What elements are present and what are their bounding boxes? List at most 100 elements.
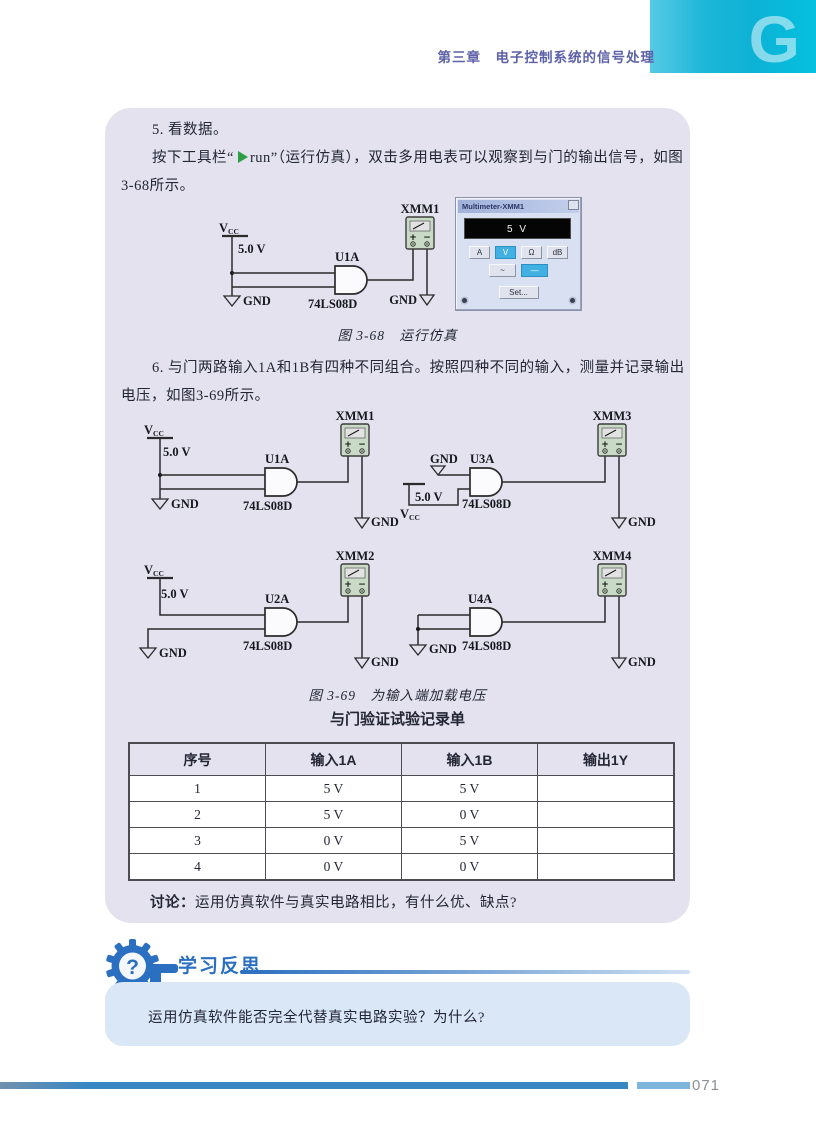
gate-ref-label: U1A <box>335 250 359 264</box>
svg-text:−: − <box>615 440 623 450</box>
figure-3-69-caption: 图 3-69 为输入端加载电压 <box>308 688 487 703</box>
gnd-output-label: GND <box>371 515 399 529</box>
figure-3-68-caption: 图 3-68 运行仿真 <box>337 328 458 343</box>
chip-label: 74LS08D <box>243 499 292 513</box>
multimeter-icon: + − <box>405 216 435 250</box>
svg-text:−: − <box>358 440 366 450</box>
gear-question-icon: ? <box>106 939 178 996</box>
table-row: 4 0 V 0 V <box>128 853 675 881</box>
gnd-output-label: GND <box>628 655 656 669</box>
gnd-input-label: GND <box>159 646 187 660</box>
gate-ref-label: U3A <box>470 452 494 466</box>
and-gate <box>469 467 503 497</box>
run-button-label: run <box>249 150 271 166</box>
cell-output1y <box>537 827 675 854</box>
svg-text:+: + <box>601 440 609 450</box>
gnd-output-label: GND <box>371 655 399 669</box>
table-row: 3 0 V 5 V <box>128 827 675 854</box>
voltage-label: 5.0 V <box>161 587 189 601</box>
reflection-box: 运用仿真软件能否完全代替真实电路实验？为什么? <box>105 982 690 1046</box>
dialog-titlebar: Multimeter-XMM1 <box>458 200 579 213</box>
vcc-label: VCC <box>400 507 420 522</box>
voltage-label: 5.0 V <box>163 445 191 459</box>
ac-wave-button: ~ <box>489 264 516 277</box>
multimeter-label: XMM4 <box>593 549 633 563</box>
gnd-input-label: GND <box>430 452 458 466</box>
svg-text:+: + <box>344 580 352 590</box>
cell-input1b: 0 V <box>401 853 538 881</box>
cell-input1a: 0 V <box>265 853 402 881</box>
figure-3-69-circuit-4: GND U4A 74LS08D GND XMM4 + − <box>408 549 656 670</box>
header-brand-block: G <box>650 0 816 73</box>
step6-line2: 电压，如图3-69所示。 <box>121 388 270 404</box>
step5-title: 5. 看数据。 <box>152 122 228 138</box>
gate-ref-label: U1A <box>265 452 289 466</box>
terminal-dot-plus <box>462 298 467 303</box>
and-gate <box>334 265 368 295</box>
multimeter-label: XMM2 <box>336 549 375 563</box>
multimeter-dialog: Multimeter-XMM1 5 V A V Ω dB ~ — Set... <box>455 197 582 311</box>
cell-index: 2 <box>128 801 266 828</box>
cell-output1y <box>537 775 675 802</box>
close-icon <box>568 200 579 210</box>
table-header-row: 序号 输入1A 输入1B 输出1Y <box>128 742 675 776</box>
decibel-button: dB <box>547 246 568 259</box>
chip-label: 74LS08D <box>462 497 511 511</box>
record-table: 序号 输入1A 输入1B 输出1Y 1 5 V 5 V 2 5 V 0 V 3 … <box>128 742 675 881</box>
gnd-input-label: GND <box>171 497 199 511</box>
multimeter-icon: + − <box>340 423 370 457</box>
step6-line1: 6. 与门两路输入1A和1B有四种不同组合。按照四种不同的输入，测量并记录输出 <box>152 360 685 376</box>
set-button: Set... <box>498 286 539 299</box>
ammeter-button: A <box>469 246 490 259</box>
footer-bar <box>0 1082 628 1089</box>
run-icon <box>237 151 248 163</box>
figure-3-68-circuit: VCC 5.0 V U1A 74LS08D GND GND XMM1 + − <box>219 202 440 311</box>
col-header-index: 序号 <box>128 742 266 776</box>
dc-line-button: — <box>521 264 548 277</box>
footer-bar-accent <box>637 1082 690 1089</box>
brand-letter-g: G <box>748 2 800 73</box>
step5-line1-pre: 按下工具栏“ <box>152 150 234 166</box>
col-header-output1y: 输出1Y <box>537 742 675 776</box>
multimeter-label: XMM1 <box>401 202 440 216</box>
terminal-dot-minus <box>570 298 575 303</box>
vcc-label: VCC <box>144 423 164 438</box>
svg-text:−: − <box>615 580 623 590</box>
reflection-question: 运用仿真软件能否完全代替真实电路实验？为什么? <box>148 1010 485 1026</box>
figure-3-69: VCC 5.0 V U1A 74LS08D GND GND XMM1 + − <box>138 409 656 670</box>
figure-3-69-circuit-2: GND 5.0 V VCC U3A 74LS08D GND XMM3 + − <box>400 409 656 530</box>
gnd-input-label: GND <box>243 294 271 308</box>
reflection-title: 学习反思 <box>178 956 263 977</box>
and-gate <box>264 467 298 497</box>
question-mark-glyph: ? <box>126 956 139 979</box>
cell-index: 1 <box>128 775 266 802</box>
gnd-output-label: GND <box>628 515 656 529</box>
step5-line2: 3-68所示。 <box>121 178 195 194</box>
meter-reading: 5 V <box>464 218 571 239</box>
cell-input1a: 5 V <box>265 775 402 802</box>
and-gate <box>264 607 298 637</box>
chip-label: 74LS08D <box>308 297 357 311</box>
gate-ref-label: U4A <box>468 592 492 606</box>
col-header-input1b: 输入1B <box>401 742 538 776</box>
discussion-line: 讨论：运用仿真软件与真实电路相比，有什么优、缺点? <box>150 893 517 913</box>
gate-ref-label: U2A <box>265 592 289 606</box>
chip-label: 74LS08D <box>462 639 511 653</box>
svg-text:+: + <box>409 233 417 243</box>
step5-line1: 按下工具栏“ run”（运行仿真），双击多用电表可以观察到与门的输出信号，如图 <box>152 148 683 168</box>
vcc-label: VCC <box>144 563 164 578</box>
voltage-label: 5.0 V <box>415 490 443 504</box>
cell-index: 3 <box>128 827 266 854</box>
table-row: 2 5 V 0 V <box>128 801 675 828</box>
chapter-header: 第三章 电子控制系统的信号处理 <box>437 50 655 65</box>
multimeter-icon: + − <box>597 563 627 597</box>
voltmeter-button: V <box>495 246 516 259</box>
figure-3-69-circuit-3: VCC 5.0 V GND U2A 74LS08D GND XMM2 + − <box>138 549 399 670</box>
ohmmeter-button: Ω <box>521 246 542 259</box>
cell-input1b: 5 V <box>401 775 538 802</box>
vcc-label: VCC <box>219 221 239 236</box>
step5-line1-post: ”（运行仿真），双击多用电表可以观察到与门的输出信号，如图 <box>270 150 684 166</box>
multimeter-icon: + − <box>340 563 370 597</box>
cell-input1a: 5 V <box>265 801 402 828</box>
